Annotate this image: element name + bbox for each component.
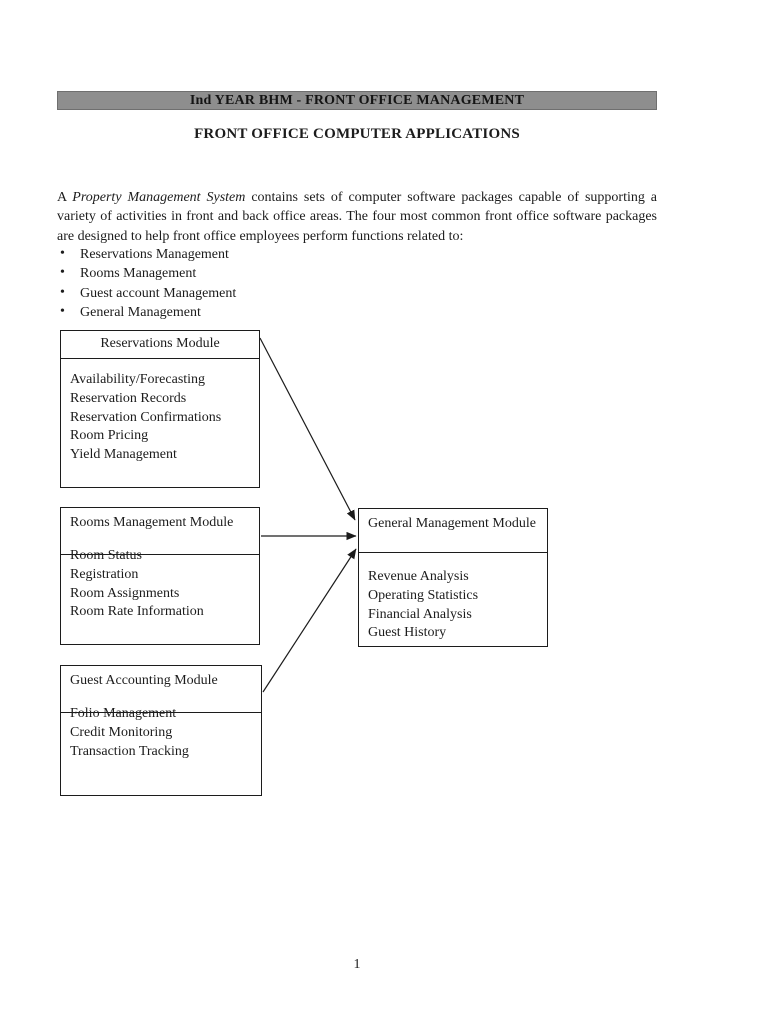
list-item: • General Management [57,303,657,322]
box-item: Room Status [70,548,142,563]
box-item: Credit Monitoring [70,724,173,740]
box-item: Guest History [368,625,447,641]
box-item: Operating Statistics [368,587,479,603]
banner: Ind YEAR BHM - FRONT OFFICE MANAGEMENT [57,91,657,110]
box-item: Transaction Tracking [70,743,189,759]
box-item: Reservation Confirmations [70,409,222,425]
box-item-list: Revenue Analysis Operating Statistics Fi… [368,568,543,643]
box-item: Yield Management [70,447,177,463]
bullet-icon: • [60,265,65,281]
box-divider-line [61,554,259,555]
list-item: • Rooms Management [57,264,657,283]
bullet-label: Guest account Management [80,285,237,301]
list-item: • Reservations Management [57,245,657,264]
box-title: Rooms Management Module [70,515,234,530]
box-item: Registration [70,566,139,582]
banner-title: Ind YEAR BHM - FRONT OFFICE MANAGEMENT [189,92,525,108]
diagram-box-guest-accounting: Guest Accounting Module Folio Management… [60,665,262,796]
page-number: 1 [353,957,361,972]
box-item: Availability/Forecasting [70,372,206,387]
diagram-box-reservations: Reservations Module Availability/Forecas… [60,330,260,488]
box-item: Reservation Records [70,390,187,406]
box-title: General Management Module [359,509,547,553]
box-item-list: Folio Management Credit Monitoring Trans… [70,705,257,761]
box-title: Reservations Module [61,331,259,359]
box-item-list: Room Status Registration Room Assignment… [70,547,255,622]
box-divider-line [61,712,261,713]
arrow-guest-to-general [262,548,357,693]
page-title: FRONT OFFICE COMPUTER APPLICATIONS [194,126,520,142]
box-item: Room Rate Information [70,604,204,620]
intro-rest: contains sets of computer software packa… [57,190,658,244]
arrow-reservations-to-general [259,337,356,521]
intro-italic-phrase: Property Management System [72,190,246,205]
bullet-icon: • [60,246,65,261]
box-title: Guest Accounting Module [70,673,218,688]
intro-prefix: A [57,190,73,205]
box-item: Financial Analysis [368,606,472,622]
bullet-label: General Management [80,304,201,320]
bullet-icon: • [60,284,65,300]
box-item: Room Assignments [70,585,180,601]
box-item: Room Pricing [70,428,149,444]
bullet-list: • Reservations Management • Rooms Manageme… [57,245,657,322]
box-item: Folio Management [70,706,177,721]
box-item-list: Availability/Forecasting Reservation Rec… [70,371,255,465]
list-item: • Guest account Management [57,284,657,303]
diagram-box-general-management: General Management Module Revenue Analys… [358,508,548,647]
bullet-label: Reservations Management [80,247,229,262]
bullet-label: Rooms Management [80,266,197,282]
diagram-box-rooms-management: Rooms Management Module Room Status Regi… [60,507,260,645]
bullet-icon: • [60,303,65,319]
box-item: Revenue Analysis [368,569,469,584]
intro-paragraph: A Property Management System contains se… [57,188,657,246]
